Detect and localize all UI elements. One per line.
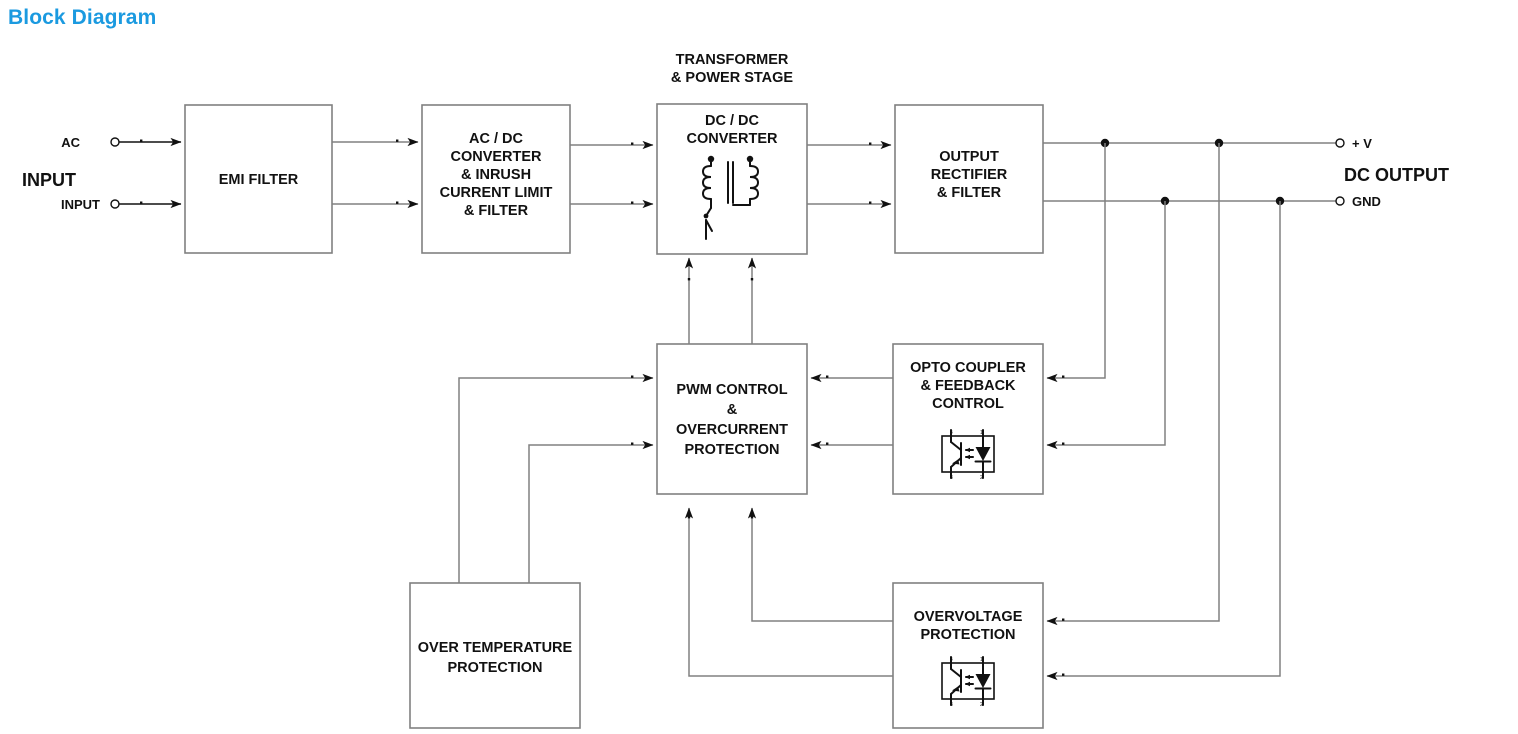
over-temperature-protection-block[interactable]: OVER TEMPERATURE PROTECTION — [409, 582, 581, 729]
page-title: Block Diagram — [8, 6, 157, 29]
emi-filter-label: EMI FILTER — [219, 172, 299, 188]
rectifier-line-3: & FILTER — [937, 185, 1002, 201]
ovp-line-1: OVERVOLTAGE — [914, 609, 1023, 625]
acdc-line-3: & INRUSH — [461, 167, 531, 183]
input-terminal[interactable] — [110, 199, 120, 209]
transformer-power-stage-label: TRANSFORMER & POWER STAGE — [671, 52, 794, 86]
rectifier-line-2: RECTIFIER — [931, 167, 1008, 183]
acdc-line-4: CURRENT LIMIT — [440, 185, 553, 201]
dcdc-line-1: DC / DC — [705, 113, 760, 129]
dcdc-converter-block[interactable]: DC / DC CONVERTER — [656, 103, 808, 255]
ac-terminal-label: AC — [61, 135, 80, 150]
input-section-label: INPUT — [22, 170, 76, 190]
overtemp-to-pwm-bottom-wire — [528, 440, 654, 583]
pwm-line-2: & — [727, 402, 738, 418]
pwm-control-block[interactable]: PWM CONTROL & OVERCURRENT PROTECTION — [656, 343, 808, 495]
acdc-line-2: CONVERTER — [450, 149, 542, 165]
acdc-line-1: AC / DC — [469, 131, 524, 147]
input-wire-tick — [140, 201, 143, 204]
wire-tick — [396, 139, 399, 142]
otp-line-2: PROTECTION — [447, 660, 542, 676]
wire-tick — [1062, 618, 1065, 621]
svg-text:2: 2 — [980, 702, 983, 708]
svg-text:1: 1 — [980, 430, 983, 436]
wire-tick — [396, 201, 399, 204]
wire-tick — [826, 442, 829, 445]
overvoltage-to-pwm-left-wire — [684, 507, 893, 677]
positive-v-terminal-label: + V — [1352, 136, 1372, 151]
emi-filter-block[interactable]: EMI FILTER — [184, 104, 333, 254]
optocoupler-icon: 4 1 3 2 — [941, 429, 995, 481]
input-terminal-label: INPUT — [61, 197, 100, 212]
svg-text:2: 2 — [980, 475, 983, 481]
output-section: + V GND DC OUTPUT — [1043, 136, 1449, 209]
overvoltage-to-pwm-right-wire — [747, 507, 893, 622]
opto-coupler-block[interactable]: OPTO COUPLER & FEEDBACK CONTROL 4 1 3 2 — [892, 343, 1044, 495]
wire-tick — [631, 442, 634, 445]
svg-text:1: 1 — [980, 657, 983, 663]
acdc-line-5: & FILTER — [464, 203, 529, 219]
dcdc-line-2: CONVERTER — [686, 131, 778, 147]
ac-wire-tick — [140, 139, 143, 142]
wire-tick — [869, 201, 872, 204]
wire-tick — [631, 142, 634, 145]
otp-line-1: OVER TEMPERATURE — [418, 640, 573, 656]
wire-tick — [687, 278, 691, 281]
wire-tick — [1062, 375, 1065, 378]
gnd-to-overvoltage-wire — [1046, 201, 1281, 681]
gnd-terminal-label: GND — [1352, 194, 1381, 209]
ac-terminal[interactable] — [110, 137, 120, 147]
transformer-label-line-2: & POWER STAGE — [671, 70, 794, 86]
opto-line-2: & FEEDBACK — [920, 378, 1016, 394]
pwm-line-4: PROTECTION — [684, 442, 779, 458]
transformer-label-line-1: TRANSFORMER — [676, 52, 789, 68]
positive-v-terminal[interactable] — [1335, 138, 1345, 148]
positive-v-to-overvoltage-wire — [1046, 143, 1220, 626]
wire-tick — [631, 201, 634, 204]
opto-line-1: OPTO COUPLER — [910, 360, 1026, 376]
input-section: INPUT AC INPUT — [22, 135, 182, 212]
wire-tick — [1062, 442, 1065, 445]
pwm-line-3: OVERCURRENT — [676, 422, 788, 438]
opto-line-3: CONTROL — [932, 396, 1004, 412]
gnd-to-opto-wire — [1046, 201, 1166, 450]
transformer-icon — [701, 155, 760, 240]
gnd-terminal[interactable] — [1335, 196, 1345, 206]
wire-tick — [687, 516, 691, 519]
optocoupler-icon: 4 1 3 2 — [941, 656, 995, 708]
wire-tick — [869, 142, 872, 145]
output-section-label: DC OUTPUT — [1344, 165, 1449, 185]
wire-tick — [1062, 673, 1065, 676]
overvoltage-protection-block[interactable]: OVERVOLTAGE PROTECTION 4 1 3 2 — [892, 582, 1044, 729]
wire-tick — [750, 516, 754, 519]
pwm-line-1: PWM CONTROL — [676, 382, 787, 398]
acdc-converter-block[interactable]: AC / DC CONVERTER & INRUSH CURRENT LIMIT… — [421, 104, 571, 254]
positive-v-to-opto-wire — [1046, 143, 1106, 383]
rectifier-line-1: OUTPUT — [939, 149, 999, 165]
overtemp-to-pwm-top-wire — [458, 373, 654, 583]
wire-tick — [826, 375, 829, 378]
ovp-line-2: PROTECTION — [920, 627, 1015, 643]
wire-tick — [750, 278, 754, 281]
output-rectifier-block[interactable]: OUTPUT RECTIFIER & FILTER — [894, 104, 1044, 254]
wire-tick — [631, 375, 634, 378]
